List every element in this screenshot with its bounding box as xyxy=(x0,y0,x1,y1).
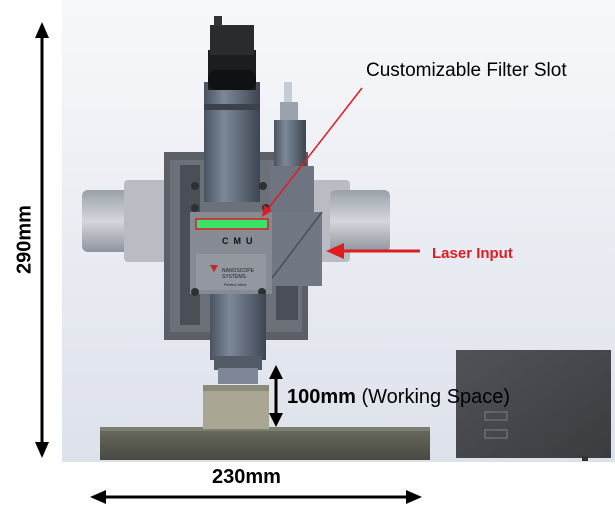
brand-line-2: SYSTEMS xyxy=(222,274,246,280)
laser-input-label: Laser Input xyxy=(432,245,513,262)
lower-tube xyxy=(210,294,266,360)
height-arrow-bottom xyxy=(35,442,49,458)
objective-lens xyxy=(218,368,258,384)
support-column-top xyxy=(203,385,269,391)
laser-tower-tip xyxy=(284,82,292,104)
height-arrow-top xyxy=(35,22,49,38)
right-side-arm xyxy=(330,190,390,252)
screw-icon xyxy=(191,182,199,190)
base-plate xyxy=(100,427,430,460)
screw-icon xyxy=(259,182,267,190)
module-mark: CMU xyxy=(222,236,258,246)
working-space-label: 100mm (Working Space) xyxy=(287,386,510,409)
laser-tower xyxy=(274,120,306,168)
filter-slot-label: Customizable Filter Slot xyxy=(366,60,567,81)
height-label: 290mm xyxy=(13,205,36,274)
objective-ring xyxy=(214,356,262,370)
camera-mount xyxy=(208,70,256,90)
prism-diagonal xyxy=(265,211,323,287)
camera-head xyxy=(210,25,254,55)
working-space-arrow-top xyxy=(269,365,283,379)
working-space-arrow-bottom xyxy=(269,413,283,427)
brand-line-1: NANOSCOPE xyxy=(222,268,254,274)
front-label-plate xyxy=(196,254,266,290)
filter-slot-pointer-head xyxy=(262,205,272,217)
screw-icon xyxy=(191,204,199,212)
camera-connector xyxy=(214,16,222,26)
width-label: 230mm xyxy=(212,466,281,488)
filter-slot-highlight xyxy=(195,218,269,230)
filter-slot-pointer xyxy=(263,87,363,215)
brand-line-3: Perfect View xyxy=(224,282,247,287)
brand-logo xyxy=(210,265,218,272)
control-box xyxy=(456,350,611,458)
support-column xyxy=(203,385,269,429)
control-box-foot xyxy=(582,456,588,461)
working-space-value: 100mm xyxy=(287,386,356,408)
laser-tower-neck xyxy=(280,102,298,122)
upper-tube-ring xyxy=(204,104,260,110)
control-box-port xyxy=(484,429,508,439)
screw-icon xyxy=(191,288,199,296)
width-arrow-right xyxy=(406,490,422,504)
laser-input-arrow-head xyxy=(326,243,344,259)
width-arrow-left xyxy=(90,490,106,504)
upper-tube xyxy=(204,82,260,202)
laser-tower-base xyxy=(270,166,314,212)
working-space-text: (Working Space) xyxy=(355,386,511,408)
control-box-port xyxy=(484,411,508,421)
left-side-flange xyxy=(124,180,168,262)
